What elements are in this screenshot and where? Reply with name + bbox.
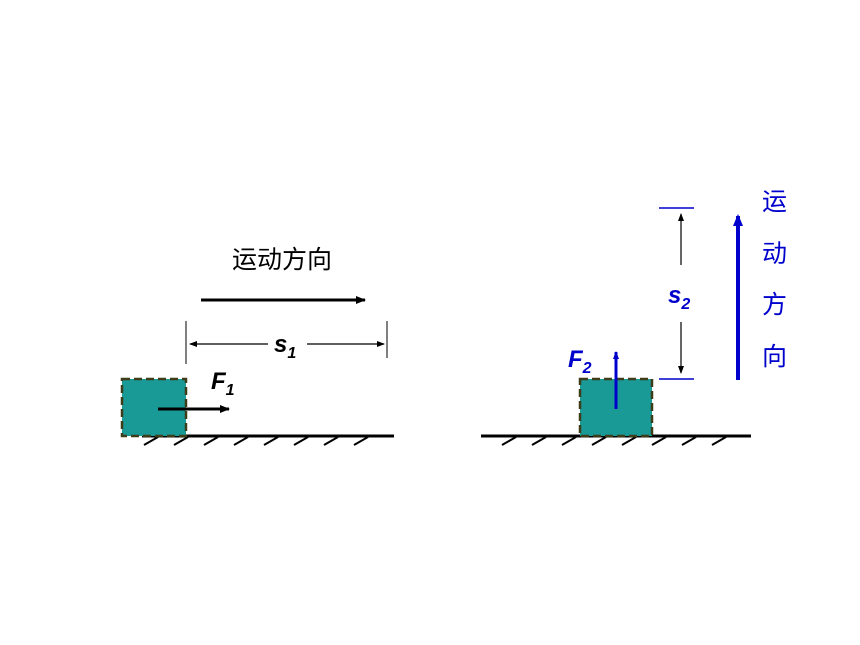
left-force-label: F1 [211, 368, 235, 399]
left-direction-label: 运动方向 [232, 245, 332, 274]
right-force-label: F2 [568, 346, 592, 377]
right-diagram: F2 s2 运 动 方 向 [481, 187, 787, 446]
right-direction-label: 运 动 方 向 [762, 187, 787, 371]
right-direction-char-3: 方 [762, 290, 787, 319]
left-ground-hatch [143, 436, 369, 446]
right-ground-hatch [501, 436, 727, 446]
left-displacement-label: s1 [274, 331, 296, 362]
right-direction-char-4: 向 [762, 342, 787, 371]
right-direction-char-2: 动 [762, 239, 787, 268]
right-displacement-label: s2 [668, 282, 690, 313]
left-diagram: F1 运动方向 s1 [120, 245, 394, 446]
right-direction-char-1: 运 [762, 187, 787, 216]
